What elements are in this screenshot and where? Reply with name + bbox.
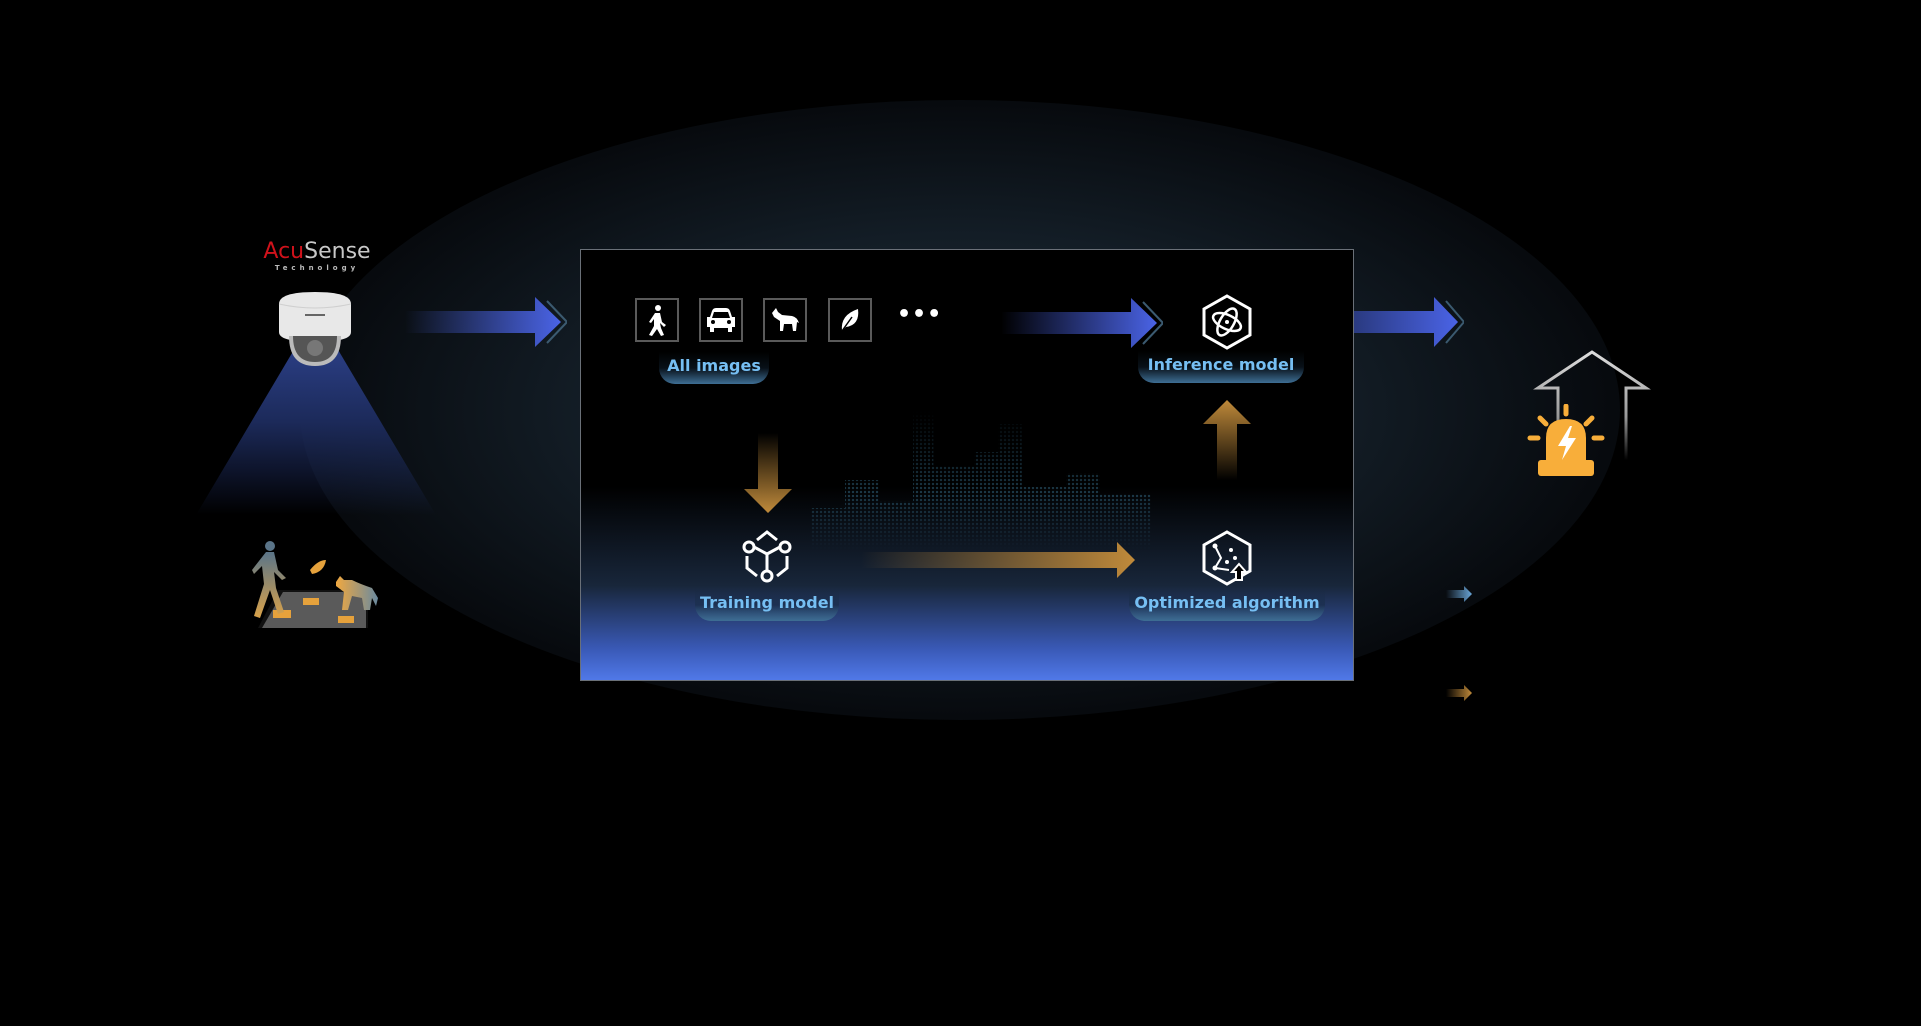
optimized-algorithm-icon — [1202, 530, 1252, 586]
upgrade-arrow-outline-icon — [1533, 350, 1651, 460]
flow-arrow-camera-to-panel — [405, 297, 567, 347]
flow-arrow-optimized-to-inference — [1203, 400, 1251, 480]
ai-training-panel: ••• All images Inference model Training … — [580, 249, 1354, 681]
image-category-leaf — [828, 298, 872, 342]
inference-model-icon — [1202, 294, 1252, 350]
flow-arrow-images-to-inference — [1001, 298, 1163, 348]
data-bars-background — [811, 410, 1151, 550]
label-all-images: All images — [659, 352, 769, 384]
logo-sense: Sense — [304, 239, 371, 264]
logo-acu: Acu — [263, 239, 305, 264]
label-inference-model: Inference model — [1138, 351, 1304, 383]
flow-arrow-images-to-training — [744, 433, 792, 513]
label-optimized-algorithm: Optimized algorithm — [1129, 589, 1325, 621]
legend-arrow-orange — [1446, 685, 1472, 701]
dog-icon — [772, 308, 799, 331]
logo-subtitle: Technology — [274, 264, 360, 272]
detection-scene-illustration — [252, 541, 378, 628]
pedestrian-icon — [649, 305, 666, 336]
training-model-icon — [742, 530, 792, 583]
flow-arrow-training-to-optimized — [861, 542, 1135, 578]
alarm-siren-icon — [1527, 404, 1605, 476]
car-icon — [707, 308, 735, 332]
flow-arrow-panel-to-alarm — [1354, 297, 1464, 347]
image-category-vehicle — [699, 298, 743, 342]
leaf-icon — [841, 309, 859, 332]
image-category-dog — [763, 298, 807, 342]
legend-arrow-blue — [1446, 586, 1472, 602]
image-category-pedestrian — [635, 298, 679, 342]
label-training-model: Training model — [695, 589, 839, 621]
acusense-logo: AcuSense Technology — [262, 239, 372, 273]
more-categories-indicator: ••• — [897, 302, 943, 327]
dome-camera-icon — [278, 292, 352, 366]
